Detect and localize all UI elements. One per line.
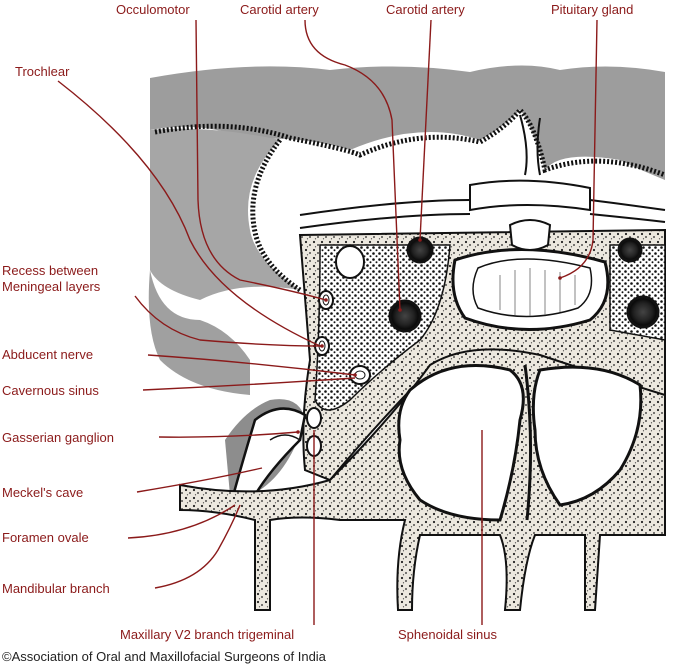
label-recess-line1: Recess between (2, 263, 99, 278)
label-abducent-nerve: Abducent nerve (2, 347, 94, 362)
label-meckels-cave: Meckel's cave (2, 485, 84, 500)
sphenoid-sinus-left (397, 364, 525, 522)
label-trochlear: Trochlear (15, 64, 70, 79)
sinus-septum (523, 364, 533, 521)
leader-terminals (296, 238, 562, 434)
carotid-artery-right-lower (626, 295, 660, 329)
leader-lines (57, 19, 598, 625)
label-sphenoidal-sinus: Sphenoidal sinus (398, 627, 498, 642)
label-cavernous-sinus: Cavernous sinus (2, 383, 99, 398)
carotid-artery-right-upper (617, 237, 643, 263)
label-recess-line2: Meningeal layers (2, 279, 101, 294)
label-gasserian-ganglion: Gasserian ganglion (2, 430, 115, 445)
label-mandibular-branch: Mandibular branch (2, 581, 110, 596)
sphenoid-sinus-right (531, 365, 643, 507)
label-carotid-artery-1: Carotid artery (240, 2, 319, 17)
label-pituitary-gland: Pituitary gland (551, 2, 634, 17)
label-occulomotor: Occulomotor (116, 2, 190, 17)
copyright-credit: ©Association of Oral and Maxillofacial S… (2, 649, 326, 664)
label-maxillary-branch: Maxillary V2 branch trigeminal (120, 627, 295, 642)
label-foramen-ovale: Foramen ovale (2, 530, 89, 545)
carotid-artery-lower (388, 299, 422, 333)
dura-border (154, 106, 666, 293)
pituitary-gland-shape (451, 219, 610, 331)
diaphragma-sellae (299, 114, 666, 229)
label-carotid-artery-2: Carotid artery (386, 2, 465, 17)
